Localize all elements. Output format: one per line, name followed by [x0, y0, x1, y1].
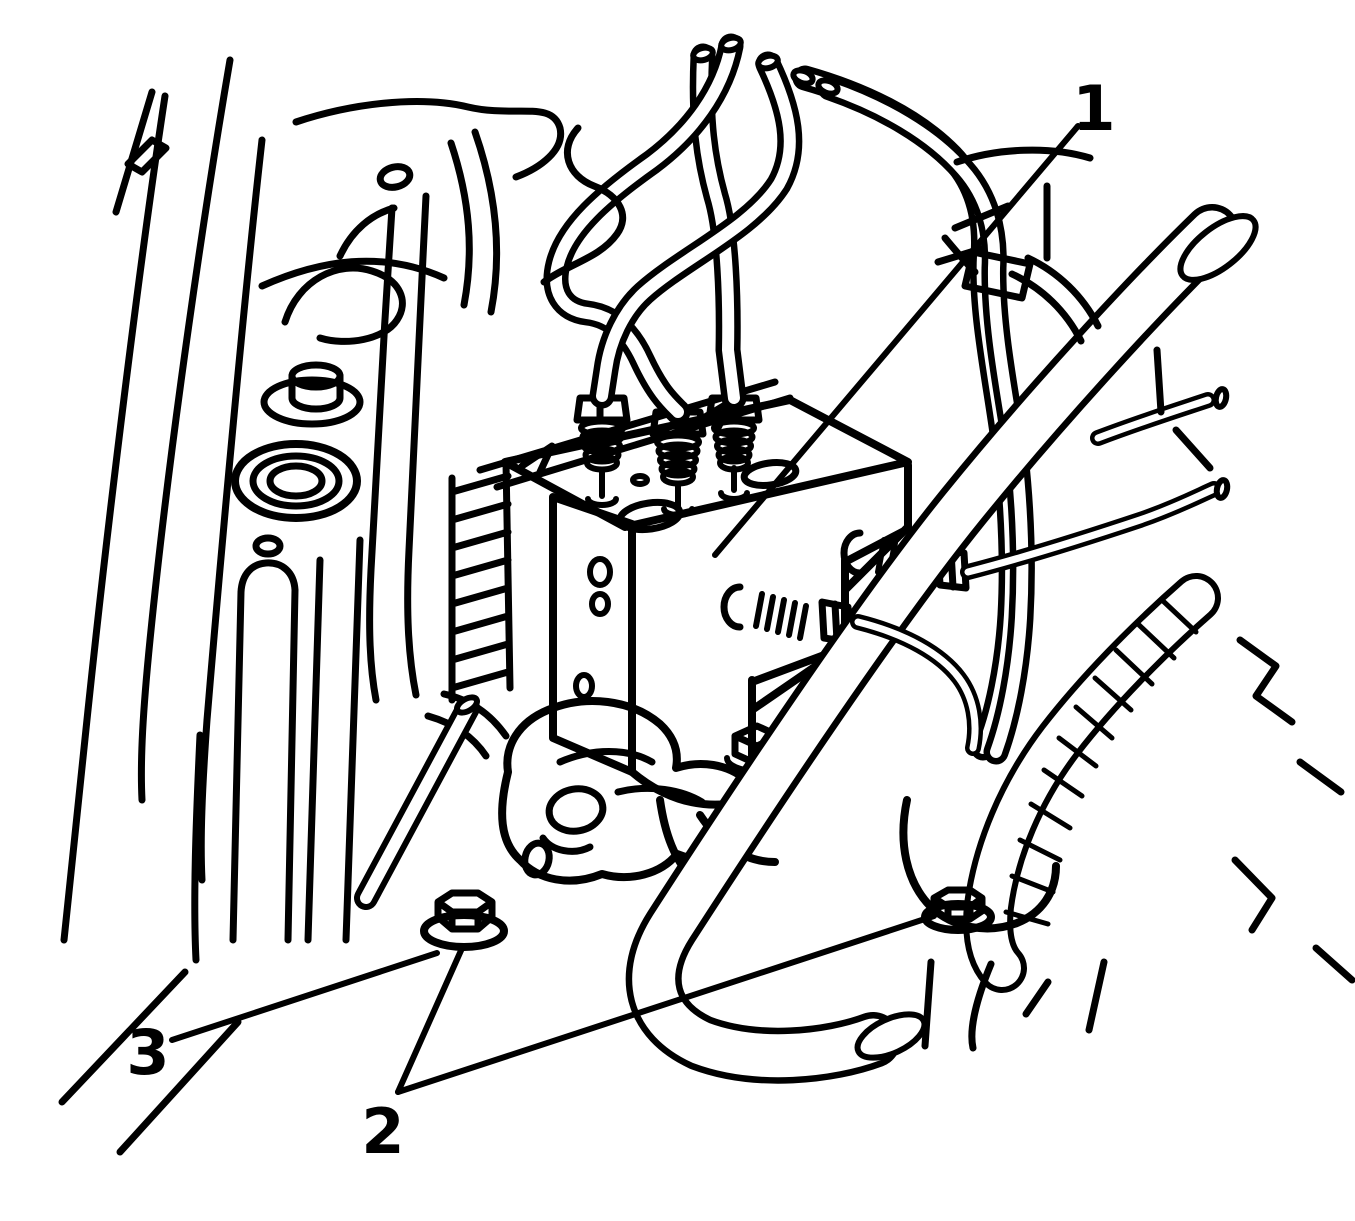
- callout-label-2: 2: [361, 1095, 404, 1168]
- pipe-end-cap: [815, 77, 841, 97]
- nut-pilot: [718, 465, 750, 502]
- right-brake-pipes: [850, 386, 1231, 756]
- leader-2b: [395, 913, 937, 1095]
- mounting-plate: [549, 493, 636, 776]
- tube-nut-1: [573, 394, 631, 508]
- frame-contour-lines: [58, 56, 430, 1156]
- callout-label-3: 3: [126, 1016, 169, 1089]
- frame-stud-boss: [260, 361, 364, 428]
- plate-hole-2: [589, 591, 611, 617]
- thread-coil: [582, 445, 622, 465]
- support-rod: [354, 694, 480, 910]
- stud-washer: [260, 376, 364, 428]
- bolt-hex-head: [434, 889, 496, 933]
- thread-coil: [655, 441, 701, 461]
- leader-2a: [395, 943, 466, 1095]
- hose-end-cap-top: [1177, 213, 1259, 283]
- thread-coil: [657, 450, 699, 470]
- top-port-oval-1: [616, 498, 684, 534]
- pipe-end-cap: [790, 67, 816, 87]
- pipe-end-cap: [1213, 477, 1231, 501]
- coolant-hose: [625, 204, 1259, 1084]
- rod-end-cap: [454, 694, 480, 716]
- bolt-hex-head: [930, 886, 986, 923]
- top-port-oval-3: [630, 473, 650, 487]
- frame-grommet-rings: [231, 440, 361, 522]
- ring-middle: [249, 452, 343, 510]
- ring-outer: [231, 440, 361, 522]
- loom-corrugation-ribs: [1003, 597, 1199, 927]
- frame-rail: [58, 56, 565, 1156]
- hose-clamp: [934, 234, 1102, 345]
- thread-coil: [711, 418, 757, 438]
- loom-p-clamp: [899, 796, 1060, 933]
- thread-coil: [581, 436, 623, 456]
- bracket-hole-arc: [539, 834, 594, 855]
- leader-1: [712, 123, 1081, 558]
- frame-slot: [229, 559, 299, 944]
- brake-pipes: [540, 33, 1035, 765]
- ecu-fin-band: [448, 458, 514, 704]
- pipe-end-cap: [755, 52, 781, 72]
- thread-coil: [658, 459, 698, 479]
- nut-pilot: [585, 467, 619, 508]
- frame-clip: [124, 136, 170, 176]
- fitting-threads: [753, 591, 809, 641]
- stud-sides: [288, 372, 344, 413]
- pipe-fill: [854, 618, 979, 752]
- pipe-end-cap: [718, 34, 744, 54]
- pipe-fill: [964, 485, 1218, 576]
- mounting-rail: [476, 378, 794, 491]
- hose-fill: [632, 210, 1234, 1078]
- banjo-fitting-lower: [720, 583, 854, 646]
- callout-label-1: 1: [1072, 72, 1115, 145]
- nut-pilot: [661, 481, 695, 518]
- nut-threads: [711, 418, 757, 473]
- stud-top: [288, 361, 344, 391]
- port-c-arc: [720, 583, 744, 631]
- bracket-hole: [376, 163, 414, 191]
- leader-3: [169, 950, 440, 1043]
- misc-strokes: [921, 146, 1355, 1052]
- bracket-hole-large: [545, 785, 607, 835]
- mounting-bolt-left: [420, 889, 508, 951]
- pipe-fill: [596, 58, 796, 402]
- frame-small-hole: [252, 534, 284, 558]
- bracket-inner-lines: [556, 748, 706, 806]
- wiring-loom: [899, 573, 1221, 993]
- pipe-end-cap: [1212, 386, 1230, 410]
- pipe-fill: [1094, 396, 1212, 442]
- plate-hole-1: [587, 556, 613, 588]
- bracket-hole-small: [521, 839, 553, 879]
- pipe-end-cap: [690, 44, 716, 64]
- plate-hole-3: [573, 672, 595, 700]
- hose-squiggle: [540, 124, 627, 286]
- frame-upper-bracket-arm: [258, 98, 565, 345]
- pipe-fill: [824, 82, 1029, 758]
- callout-labels: 1 2 3: [126, 72, 1115, 1168]
- thread-coil: [579, 427, 625, 447]
- nut-threads: [654, 432, 702, 487]
- clamp-screw-housing: [961, 248, 1034, 302]
- ring-inner: [266, 462, 326, 500]
- port-c-arc: [840, 529, 864, 577]
- thread-coil: [714, 436, 754, 456]
- thread-coil: [715, 445, 753, 465]
- clamp-band: [1008, 254, 1102, 345]
- pipe-fill: [550, 40, 737, 418]
- thread-coil: [578, 418, 626, 438]
- background-engine-lines: [921, 146, 1355, 1052]
- thread-coil: [654, 432, 702, 452]
- thread-coil: [712, 427, 756, 447]
- rod-fill: [360, 702, 474, 904]
- callout-leaders: [169, 123, 1081, 1095]
